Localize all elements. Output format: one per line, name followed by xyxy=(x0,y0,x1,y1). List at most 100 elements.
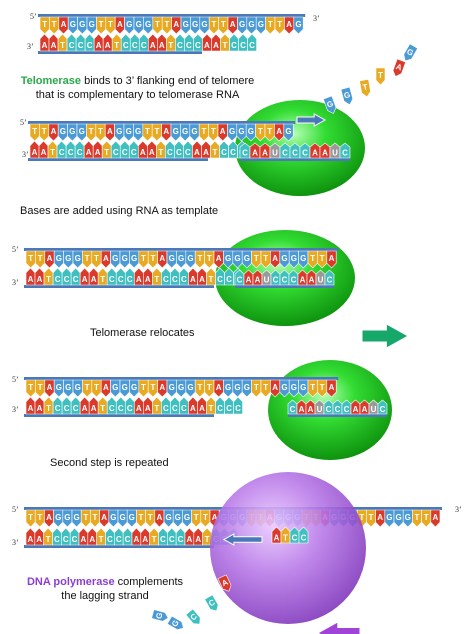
base-letter: A xyxy=(28,535,34,544)
step3-caption: Telomerase relocates xyxy=(90,327,195,339)
base-letter: C xyxy=(240,41,246,50)
base-C: C xyxy=(224,267,234,286)
base-A: A xyxy=(249,142,261,159)
base-shape xyxy=(368,399,379,415)
dna-backbone xyxy=(28,158,208,161)
base-letter: C xyxy=(292,533,298,542)
base-C: C xyxy=(279,142,291,159)
base-letter: T xyxy=(141,254,146,263)
base-shape xyxy=(48,123,59,142)
base-G: G xyxy=(163,509,174,528)
base-letter: T xyxy=(205,535,210,544)
base-shape xyxy=(44,509,54,528)
base-shape xyxy=(154,509,165,528)
base-T: T xyxy=(145,509,156,528)
base-shape xyxy=(102,33,113,52)
base-A: A xyxy=(157,33,167,52)
base-G: G xyxy=(246,16,257,35)
base-G: G xyxy=(53,250,64,269)
base-letter: A xyxy=(81,535,87,544)
base-T: T xyxy=(95,123,106,142)
base-G: G xyxy=(283,123,294,142)
base-letter: A xyxy=(149,148,155,157)
base-shape xyxy=(270,379,281,398)
base-shape xyxy=(269,142,281,159)
base-shape xyxy=(120,33,131,52)
base-letter: T xyxy=(362,82,368,92)
base-C: C xyxy=(332,399,343,415)
base-C: C xyxy=(233,396,243,415)
base-T: T xyxy=(91,379,102,398)
dna-backbone xyxy=(38,51,202,54)
base-letter: T xyxy=(378,71,383,80)
base-letter: A xyxy=(101,513,107,522)
base-A: A xyxy=(147,33,158,52)
base-letter: T xyxy=(209,404,214,413)
base-letter: G xyxy=(119,513,125,522)
base-T: T xyxy=(97,267,108,286)
base-shape xyxy=(199,16,210,35)
base-A: A xyxy=(102,33,113,52)
base-shape xyxy=(56,140,67,159)
base-letter: C xyxy=(55,275,61,284)
base-shape xyxy=(204,379,215,398)
base-letter: G xyxy=(281,254,287,263)
base-T: T xyxy=(265,16,276,35)
base-shape xyxy=(185,379,196,398)
base-G: G xyxy=(288,250,299,269)
base-C: C xyxy=(323,399,334,415)
extension-arrow xyxy=(296,113,327,127)
base-shape xyxy=(119,250,130,269)
base-A: A xyxy=(88,267,99,286)
base-A: A xyxy=(188,267,198,286)
base-G: G xyxy=(143,16,154,35)
base-A: A xyxy=(88,396,99,415)
base-letter: G xyxy=(69,127,75,136)
base-letter: T xyxy=(46,275,51,284)
base-shape xyxy=(53,250,64,269)
base-G: G xyxy=(189,123,200,142)
base-shape xyxy=(202,33,212,52)
base-letter: G xyxy=(70,20,76,29)
base-letter: C xyxy=(301,533,307,542)
base-shape xyxy=(194,250,205,269)
base-shape xyxy=(72,250,83,269)
base-G: G xyxy=(322,95,337,114)
base-G: G xyxy=(77,16,88,35)
base-shape xyxy=(86,16,97,35)
base-letter: T xyxy=(197,254,202,263)
base-letter: T xyxy=(263,254,268,263)
three-prime-label: 3’ xyxy=(455,505,462,514)
base-shape xyxy=(70,396,81,415)
base-letter: T xyxy=(254,383,259,392)
base-shape xyxy=(140,527,150,546)
base-shape xyxy=(185,250,196,269)
base-shape xyxy=(260,250,271,269)
base-letter: G xyxy=(386,513,392,522)
base-letter: T xyxy=(283,533,288,542)
base-shape xyxy=(384,509,395,528)
base-letter: A xyxy=(61,20,67,29)
base-shape xyxy=(279,379,290,398)
base-shape xyxy=(152,267,162,286)
base-letter: A xyxy=(362,405,368,414)
base-letter: T xyxy=(415,513,420,522)
base-T: T xyxy=(43,396,54,415)
base-letter: G xyxy=(55,513,61,522)
base-letter: C xyxy=(237,276,243,285)
base-letter: A xyxy=(95,148,101,157)
base-letter: G xyxy=(129,513,135,522)
base-A: A xyxy=(38,140,49,159)
base-T: T xyxy=(260,379,271,398)
step1-caption: Telomerase binds to 3’ flanking end of t… xyxy=(10,74,265,102)
base-C: C xyxy=(70,267,81,286)
base-shape xyxy=(184,527,195,546)
base-letter: A xyxy=(195,535,201,544)
base-letter: C xyxy=(64,275,70,284)
base-letter: T xyxy=(42,20,47,29)
base-shape xyxy=(161,16,172,35)
base-U: U xyxy=(368,399,379,415)
base-C: C xyxy=(106,267,117,286)
base-T: T xyxy=(29,123,40,142)
base-G: G xyxy=(180,123,191,142)
